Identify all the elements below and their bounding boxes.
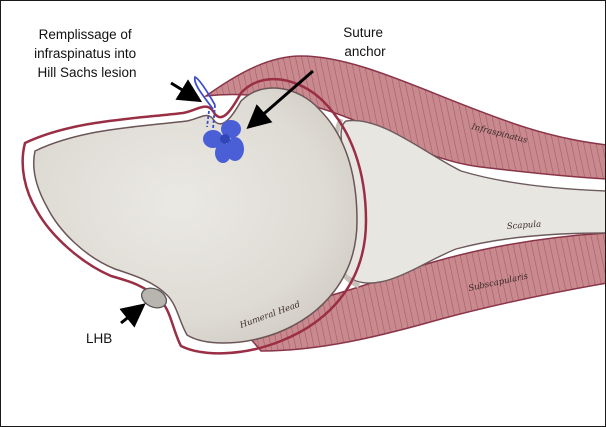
remplissage-label: Remplissage of infraspinatus into Hill S… xyxy=(34,27,140,80)
suture-anchor-label: Suture anchor xyxy=(343,25,387,59)
lhb-arrow xyxy=(121,307,141,323)
remplissage-arrow xyxy=(171,83,197,99)
lhb-label: LHB xyxy=(86,331,112,346)
